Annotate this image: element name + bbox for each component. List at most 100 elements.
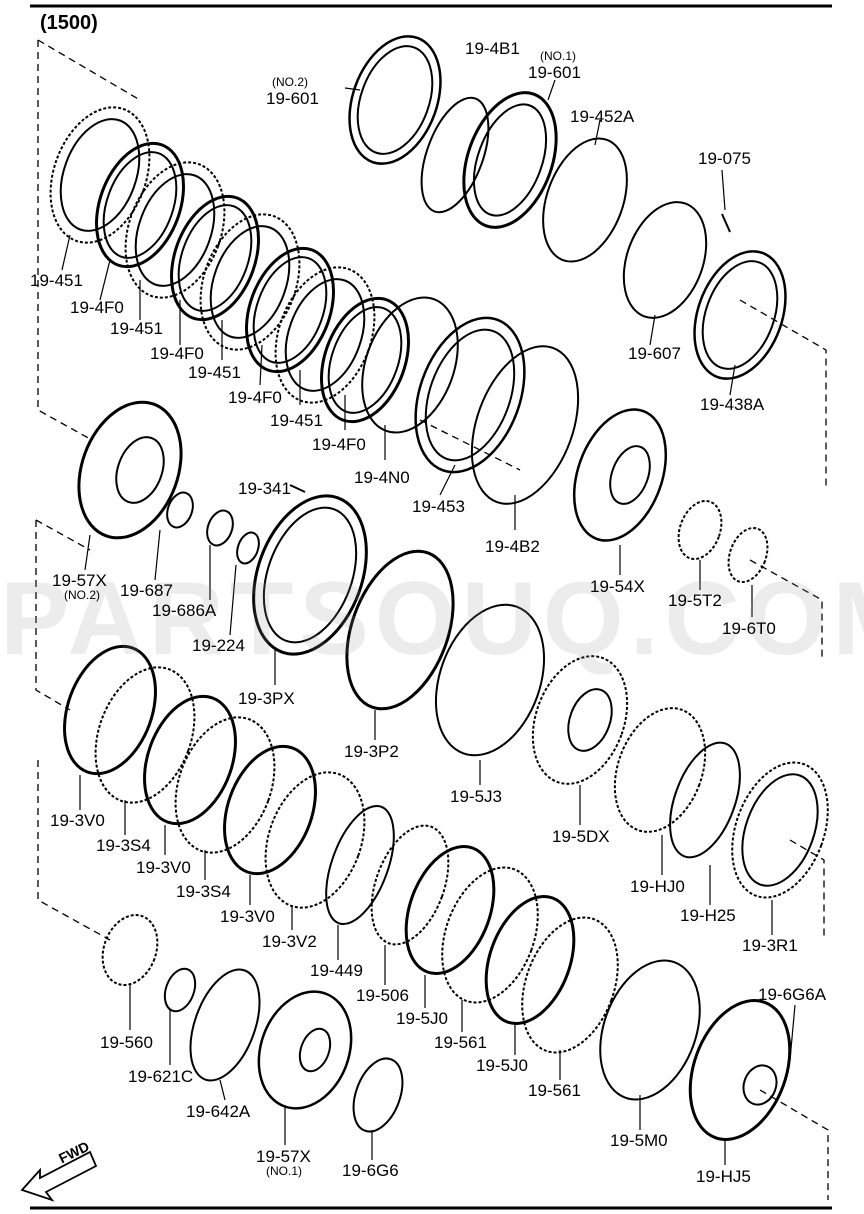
part-label[interactable]: 19-224 bbox=[192, 636, 245, 655]
plate-19-5J0-b bbox=[484, 894, 576, 1026]
part-label[interactable]: 19-4F0 bbox=[312, 435, 366, 454]
plate-19-506 bbox=[370, 824, 450, 946]
part-label[interactable]: 19-4B2 bbox=[485, 537, 540, 556]
part-label[interactable]: 19-57X bbox=[256, 1147, 311, 1166]
plate-19-4N0 bbox=[361, 296, 459, 434]
part-label[interactable]: 19-686A bbox=[152, 601, 217, 620]
seal-19-224 bbox=[236, 531, 260, 565]
part-note: (NO.2) bbox=[272, 75, 308, 89]
part-label[interactable]: 19-451 bbox=[30, 271, 83, 290]
part-label[interactable]: 19-451 bbox=[270, 411, 323, 430]
bearing-19-6G6 bbox=[352, 1057, 404, 1133]
part-label[interactable]: 19-561 bbox=[434, 1033, 487, 1052]
part-label[interactable]: 19-5J0 bbox=[396, 1009, 448, 1028]
part-label[interactable]: 19-6G6 bbox=[342, 1161, 399, 1180]
part-label[interactable]: 19-560 bbox=[100, 1033, 153, 1052]
part-label[interactable]: 19-5J3 bbox=[450, 787, 502, 806]
washer-19-6G6A bbox=[742, 1064, 778, 1106]
part-label[interactable]: 19-642A bbox=[186, 1102, 251, 1121]
part-label[interactable]: 19-687 bbox=[120, 581, 173, 600]
plate-19-4F0-d bbox=[320, 296, 410, 424]
part-label[interactable]: 19-3V0 bbox=[136, 858, 191, 877]
ring-19-H25 bbox=[669, 741, 741, 859]
ring-19-607 bbox=[622, 201, 708, 319]
washer-19-687 bbox=[166, 491, 194, 529]
part-label[interactable]: 19-6T0 bbox=[722, 619, 776, 638]
fwd-arrow-icon bbox=[20, 1150, 98, 1202]
gear-19-6T0 bbox=[727, 526, 769, 584]
part-label[interactable]: 19-5M0 bbox=[610, 1131, 668, 1150]
part-label[interactable]: 19-4F0 bbox=[228, 388, 282, 407]
ring-19-449 bbox=[325, 804, 395, 926]
part-label[interactable]: 19-341 bbox=[238, 479, 291, 498]
plate-19-561-b bbox=[521, 916, 619, 1054]
part-label[interactable]: 19-506 bbox=[356, 986, 409, 1005]
plate-19-3S4-b bbox=[174, 716, 276, 854]
plate-19-3V0-a bbox=[63, 644, 157, 776]
bottom-parts bbox=[101, 914, 404, 1133]
part-label[interactable]: 19-075 bbox=[698, 149, 751, 168]
drum-19-HJ5 bbox=[688, 999, 792, 1141]
part-label[interactable]: 19-54X bbox=[590, 577, 645, 596]
part-label[interactable]: 19-H25 bbox=[680, 906, 736, 925]
part-label[interactable]: 19-438A bbox=[700, 395, 765, 414]
part-label[interactable]: 19-5DX bbox=[552, 827, 610, 846]
ring-19-642A bbox=[189, 968, 261, 1082]
part-label[interactable]: 19-452A bbox=[570, 107, 635, 126]
part-label[interactable]: 19-5T2 bbox=[668, 591, 722, 610]
plate-19-3S4-a bbox=[94, 666, 196, 804]
part-label[interactable]: 19-4F0 bbox=[150, 344, 204, 363]
part-label[interactable]: 19-449 bbox=[310, 961, 363, 980]
plate-19-451-c bbox=[199, 213, 301, 351]
part-label[interactable]: 19-621C bbox=[128, 1067, 194, 1086]
plate-19-3V2 bbox=[264, 771, 366, 909]
snap-ring-19-4B2 bbox=[470, 345, 580, 505]
part-label[interactable]: 19-3V2 bbox=[262, 932, 317, 951]
plate-19-3PX bbox=[252, 494, 368, 656]
plate-19-451-a bbox=[49, 106, 151, 244]
plate-19-5M0 bbox=[599, 959, 701, 1101]
plate-19-5J0-a bbox=[404, 844, 496, 976]
part-label[interactable]: 19-57X bbox=[52, 571, 107, 590]
part-label[interactable]: 19-3S4 bbox=[176, 882, 231, 901]
seal-19-438A bbox=[693, 250, 787, 380]
part-label[interactable]: 19-HJ0 bbox=[630, 877, 685, 896]
plate-19-3V0-b bbox=[143, 694, 237, 826]
plate-19-4F0-b bbox=[170, 194, 260, 322]
part-label[interactable]: 19-3S4 bbox=[96, 836, 151, 855]
gear-19-5T2 bbox=[677, 499, 723, 561]
group-code: (1500) bbox=[40, 12, 98, 34]
part-label[interactable]: 19-453 bbox=[412, 497, 465, 516]
part-label[interactable]: 19-HJ5 bbox=[696, 1167, 751, 1186]
part-label[interactable]: 19-3V0 bbox=[50, 811, 105, 830]
plate-19-561-a bbox=[441, 866, 539, 1004]
part-label[interactable]: 19-3V0 bbox=[220, 907, 275, 926]
part-label[interactable]: 19-451 bbox=[110, 319, 163, 338]
part-label[interactable]: 19-4B1 bbox=[465, 39, 520, 58]
part-label[interactable]: 19-3R1 bbox=[742, 936, 798, 955]
part-label[interactable]: 19-5J0 bbox=[476, 1056, 528, 1075]
part-label[interactable]: 19-3P2 bbox=[344, 742, 399, 761]
plate-19-5J3 bbox=[434, 603, 546, 757]
piston-19-601-no1 bbox=[462, 91, 558, 229]
washer-19-621C bbox=[163, 967, 197, 1013]
carrier-19-57X-no1 bbox=[257, 990, 353, 1110]
part-label[interactable]: 19-601 bbox=[266, 89, 319, 108]
plate-19-4F0-a bbox=[95, 141, 185, 269]
part-label[interactable]: 19-3PX bbox=[238, 689, 295, 708]
part-label[interactable]: 19-607 bbox=[628, 344, 681, 363]
plate-19-4F0-c bbox=[245, 246, 335, 374]
plate-19-453 bbox=[414, 316, 526, 474]
bolt-19-341 bbox=[289, 484, 306, 493]
seal-19-3P2 bbox=[345, 549, 455, 711]
washer-19-686A bbox=[206, 509, 234, 547]
part-label[interactable]: 19-6G6A bbox=[758, 985, 827, 1004]
part-label[interactable]: 19-451 bbox=[188, 363, 241, 382]
ring-19-4B1 bbox=[420, 96, 490, 214]
drum-19-57X-no2 bbox=[77, 400, 183, 540]
part-label[interactable]: 19-4N0 bbox=[354, 468, 410, 487]
part-label[interactable]: 19-601 bbox=[528, 63, 581, 82]
part-label[interactable]: 19-4F0 bbox=[70, 298, 124, 317]
part-label[interactable]: 19-561 bbox=[528, 1081, 581, 1100]
hub-19-5DX bbox=[531, 655, 629, 785]
